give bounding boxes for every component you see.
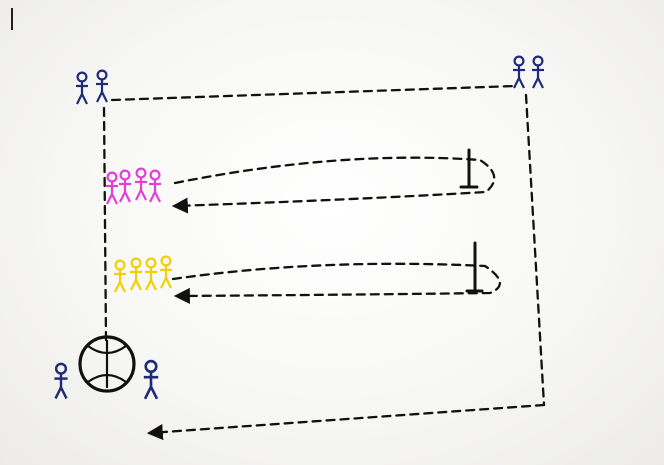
stick-figure-icon <box>511 55 527 90</box>
stick-figure-icon <box>143 257 159 292</box>
top-left-player-group <box>74 69 110 106</box>
cone-marker-icon <box>465 241 484 293</box>
yellow-loop-arrow-path <box>171 262 501 304</box>
stick-figure-icon <box>158 255 174 290</box>
stick-figure-icon <box>530 55 546 90</box>
stick-figure-icon <box>94 69 110 104</box>
stick-figure-icon <box>112 259 128 294</box>
ball-icon <box>78 335 136 393</box>
stick-figure-icon <box>104 171 120 206</box>
stick-figure-icon <box>142 359 160 401</box>
cone-marker-icon <box>459 148 479 189</box>
stick-figure-icon <box>133 167 149 202</box>
right-dashed-path <box>524 93 546 407</box>
stick-figure-icon <box>117 169 133 204</box>
stick-figure-icon <box>147 169 163 204</box>
magenta-loop-arrow-path <box>171 156 496 214</box>
bottom-dashed-arrow-path <box>146 403 546 441</box>
magenta-team-group <box>104 167 163 206</box>
bottom-left-player-group <box>53 335 160 401</box>
top-right-player-group <box>511 55 546 90</box>
stick-figure-icon <box>53 362 69 400</box>
yellow-team-group <box>112 255 174 294</box>
stick-figure-icon <box>128 257 144 292</box>
top-dashed-path <box>110 84 517 102</box>
left-dashed-path <box>102 106 108 342</box>
stick-figure-icon <box>74 71 90 106</box>
